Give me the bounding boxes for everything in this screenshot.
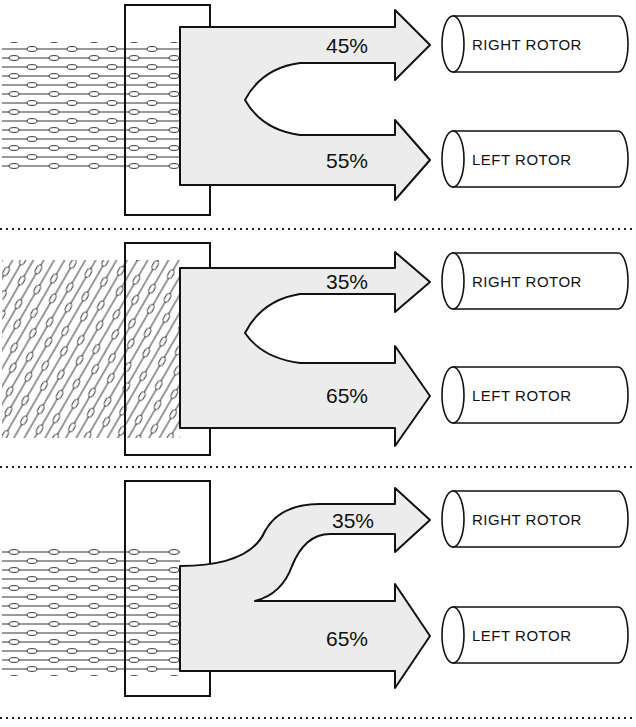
rotor-node: RIGHT ROTOR (440, 252, 630, 310)
rotor-node: RIGHT ROTOR (440, 15, 630, 73)
rotor-label: RIGHT ROTOR (472, 511, 582, 528)
rotor-node: LEFT ROTOR (440, 366, 630, 424)
percent-label: 55% (326, 150, 368, 171)
rotor-label: RIGHT ROTOR (472, 36, 582, 53)
percent-label: 65% (326, 385, 368, 406)
percent-label: 35% (332, 510, 374, 531)
rotor-node: LEFT ROTOR (440, 130, 630, 188)
panel-two (2, 243, 430, 455)
rotor-label: RIGHT ROTOR (472, 273, 582, 290)
divider (0, 717, 636, 719)
fibre-texture (2, 548, 180, 676)
divider (0, 466, 636, 468)
rotor-node: LEFT ROTOR (440, 606, 630, 664)
percent-label: 45% (326, 35, 368, 56)
fibre-texture (2, 260, 180, 438)
panel-three (2, 481, 430, 696)
rotor-node: RIGHT ROTOR (440, 490, 630, 548)
rotor-label: LEFT ROTOR (472, 151, 571, 168)
percent-label: 65% (326, 628, 368, 649)
divider (0, 228, 636, 230)
split-arrow (180, 488, 430, 688)
split-arrow (180, 10, 430, 200)
percent-label: 35% (326, 271, 368, 292)
fibre-texture (2, 42, 182, 170)
panel-one (2, 5, 430, 215)
rotor-label: LEFT ROTOR (472, 387, 571, 404)
split-arrow (180, 252, 430, 446)
rotor-label: LEFT ROTOR (472, 627, 571, 644)
